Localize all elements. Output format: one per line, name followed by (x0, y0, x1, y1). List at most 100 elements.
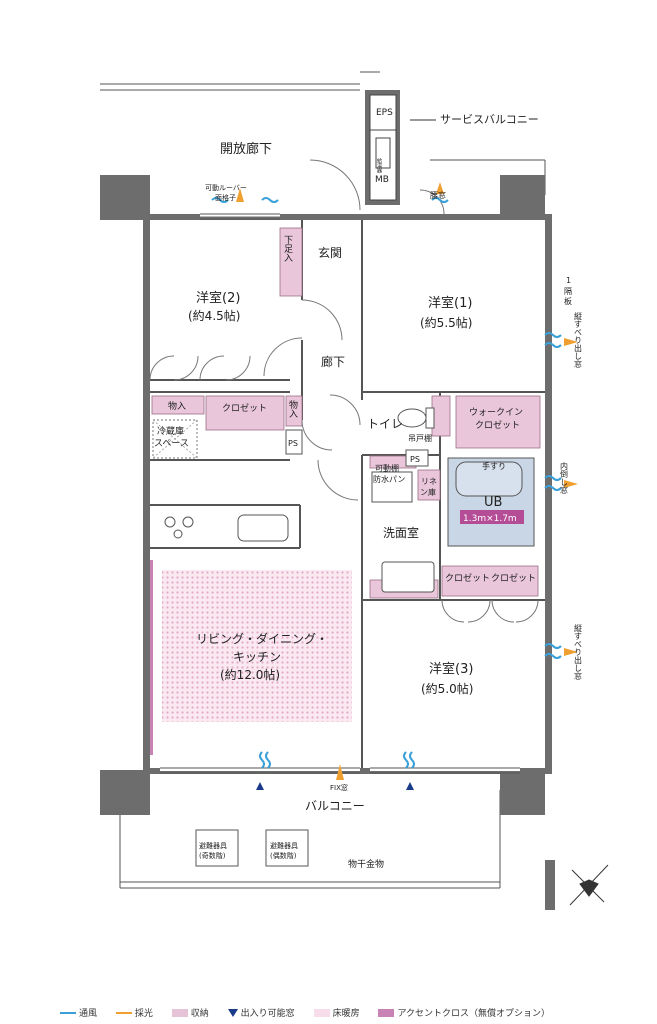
compass-icon (569, 864, 609, 906)
door-swings (149, 159, 539, 623)
accent-cloth-strip (150, 560, 153, 755)
walkin-label-2: クロゼット (475, 419, 520, 431)
closet-a-label: クロゼット (445, 572, 490, 584)
ventilation-icon (403, 751, 409, 769)
partition-label-3: 板 (564, 296, 572, 306)
bathtub (455, 461, 523, 497)
walkin-closet (455, 395, 541, 449)
legend-daylight: 採光 (115, 1006, 161, 1019)
fridge-space (152, 419, 198, 459)
western1-size: (約5.5帖) (420, 315, 472, 330)
daylight-icon (564, 480, 578, 488)
handrail-label: 手すり (482, 461, 506, 471)
western1-name: 洋室(1) (428, 295, 472, 311)
ventilation-icon (265, 751, 271, 769)
storage1-label: 物入 (168, 400, 186, 412)
louver-label: 可動ルーバー (205, 183, 247, 192)
ps1-label: PS (288, 439, 298, 448)
evac-odd-2: (奇数階) (199, 851, 226, 860)
ps2-label: PS (410, 455, 420, 464)
side-window-label-2: 内倒し窓 (560, 461, 569, 494)
ventilation-icon (431, 197, 449, 203)
hanging-shelf-label: 吊戸棚 (408, 433, 432, 443)
legend-entry-window: 出入り可能窓 (227, 1006, 303, 1019)
mb-label: MB (375, 175, 389, 185)
linen-label-1: リネ (421, 477, 437, 486)
ventilation-icon (544, 475, 562, 481)
pan-label-1: 可動棚 (375, 463, 399, 473)
partition-label-2: 1 (566, 276, 571, 285)
evac-odd-1: 避難器具 (199, 841, 227, 850)
closets-w3 (441, 565, 539, 597)
stove-burner-icon (182, 516, 194, 528)
fridge-label-2: スペース (154, 439, 189, 449)
ps-box-2 (405, 449, 429, 467)
fix-window-label: FIX窓 (330, 783, 348, 792)
entry-window-markers (256, 782, 414, 790)
drying-rack-label: 物干金物 (348, 858, 384, 870)
eps-label: EPS (376, 108, 393, 118)
western3-name: 洋室(3) (429, 661, 473, 677)
daylight-icon (436, 182, 444, 194)
western2-size: (約4.5帖) (188, 308, 240, 323)
fridge-label-1: 冷蔵庫 (157, 425, 184, 437)
western3-size: (約5.0帖) (421, 681, 473, 696)
toilet-fixture (397, 407, 435, 429)
floor-heating-area (162, 570, 352, 722)
pan-label-2: 防水パン (373, 474, 405, 484)
closet-b-label: クロゼット (491, 572, 536, 584)
ldk-label-2: キッチン (233, 650, 281, 664)
stove-burner-icon (164, 516, 176, 528)
daylight-icon (564, 648, 578, 656)
balcony-label: バルコニー (305, 799, 365, 813)
ventilation-icon (409, 751, 415, 769)
ub-size-box (460, 510, 524, 524)
hip-window-label: 腰窓 (430, 190, 446, 200)
evac-even-1: 避難器具 (270, 841, 298, 850)
storage2-label: 物入 (287, 399, 298, 418)
washbasin (381, 561, 435, 593)
stove-burner-icon (173, 529, 183, 539)
legend: 通風 採光 収納 出入り可能窓 床暖房 アクセントクロス（無償オプション） (60, 1006, 650, 1022)
shoe-box (279, 227, 303, 297)
lattice-label: 面格子 (215, 193, 236, 202)
kitchen (164, 514, 289, 542)
partition-label-1: 隔 (564, 287, 572, 296)
evac-even-2: (偶数階) (270, 851, 297, 860)
ub-label: UB (484, 495, 502, 510)
ventilation-icon (544, 342, 562, 348)
storage-2 (285, 395, 303, 427)
legend-accent-cloth: アクセントクロス（無償オプション） (378, 1006, 558, 1019)
entry-window-icon (256, 782, 264, 790)
side-window-label-3: 縦すべり出し窓 (574, 623, 583, 680)
ventilation-icon (544, 485, 562, 491)
linen-closet (417, 469, 441, 501)
ps-box-1 (285, 429, 303, 455)
washroom-label: 洗面室 (383, 525, 419, 540)
legend-storage: 収納 (171, 1006, 217, 1019)
corridor-label: 開放廊下 (220, 141, 272, 157)
linen-label-2: ン庫 (420, 487, 436, 497)
evac-devices (195, 829, 309, 867)
closet-w2 (205, 395, 285, 431)
ventilation-icon (544, 332, 562, 338)
ventilation-icon (544, 643, 562, 649)
walkin-label-1: ウォークイン (469, 407, 523, 418)
shoe-box-label: 下足入 (282, 235, 293, 262)
entry-window-icon (406, 782, 414, 790)
daylight-icons (236, 182, 578, 780)
ldk-label-1: リビング・ダイニング・ (196, 631, 328, 646)
washing-pan (371, 471, 413, 503)
legend-floor-heating: 床暖房 (313, 1006, 368, 1019)
ventilation-icon (211, 197, 229, 203)
western2-name: 洋室(2) (196, 290, 240, 306)
daylight-icon (336, 764, 344, 780)
storage-1 (151, 395, 205, 415)
ventilation-icon (259, 751, 265, 769)
eps-mb (369, 94, 397, 201)
ub-size-label: 1.3m×1.7m (463, 514, 517, 524)
entrance-label: 玄関 (318, 245, 342, 260)
closet-w2-label: クロゼット (222, 402, 267, 414)
service-balcony-label: サービスバルコニー (440, 113, 539, 126)
